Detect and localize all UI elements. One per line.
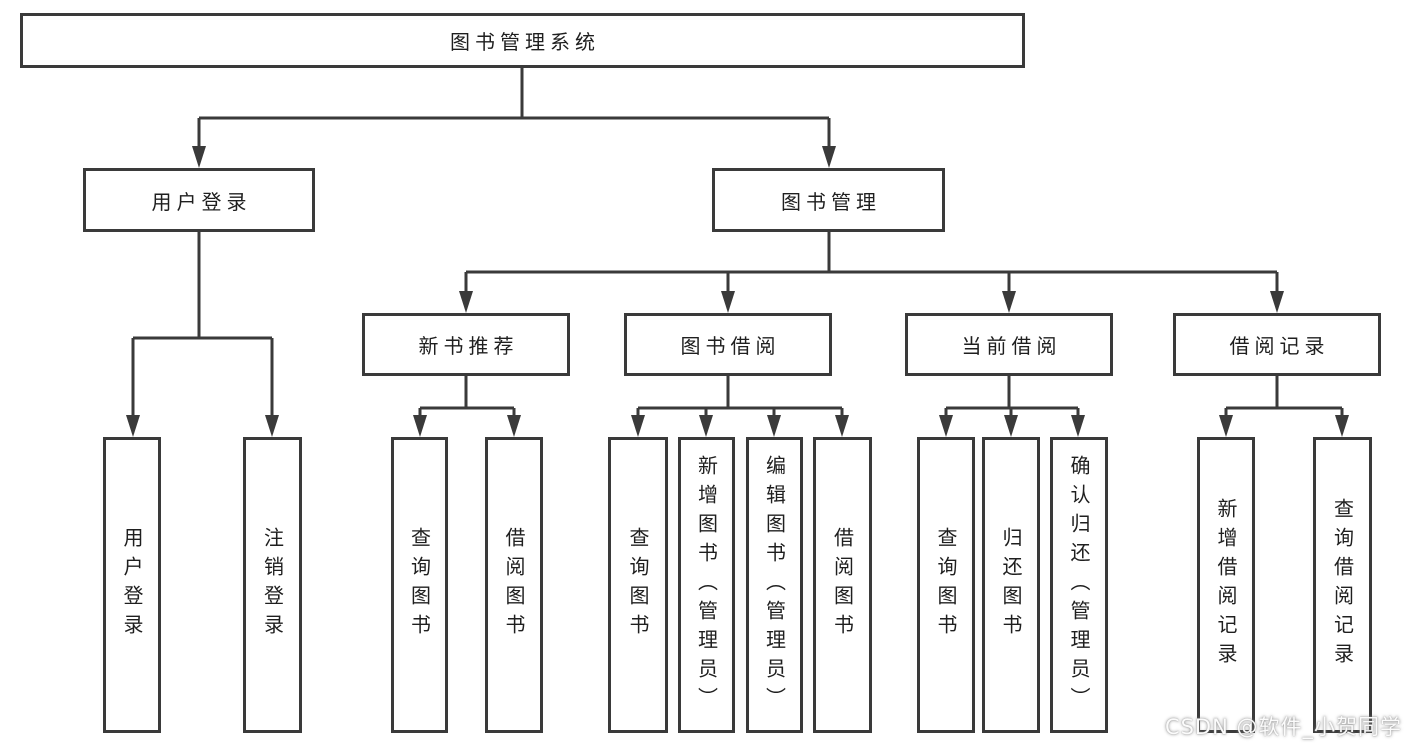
leaf-confirm-return-admin: 确认归还（管理员） [1050, 437, 1108, 733]
leaf-add-book-admin-label: 新增图书（管理员） [694, 454, 719, 716]
node-book-borrow-label: 图书借阅 [680, 334, 781, 358]
leaf-query-books-current-label: 查询图书 [934, 527, 958, 643]
leaf-edit-book-admin-label: 编辑图书（管理员） [762, 454, 787, 716]
node-current-borrow: 当前借阅 [905, 313, 1113, 376]
leaf-borrow-books-label: 借阅图书 [830, 527, 855, 643]
node-new-book-recommend: 新书推荐 [362, 313, 570, 376]
leaf-add-book-admin: 新增图书（管理员） [678, 437, 735, 733]
leaf-query-books-borrow: 查询图书 [608, 437, 668, 733]
leaf-query-borrow-record: 查询借阅记录 [1313, 437, 1372, 733]
leaf-query-books-borrow-label: 查询图书 [626, 527, 650, 643]
node-borrow-record-label: 借阅记录 [1229, 334, 1330, 358]
node-user-login: 用户登录 [83, 168, 315, 232]
leaf-user-login: 用户登录 [103, 437, 161, 733]
leaf-add-borrow-record-label: 新增借阅记录 [1214, 498, 1238, 672]
node-current-borrow-label: 当前借阅 [961, 334, 1062, 358]
node-root-label: 图书管理系统 [450, 30, 600, 54]
leaf-confirm-return-admin-label: 确认归还（管理员） [1067, 454, 1091, 716]
node-book-management-label: 图书管理 [781, 189, 881, 214]
leaf-query-books-recommend: 查询图书 [391, 437, 448, 733]
leaf-user-login-label: 用户登录 [120, 527, 144, 643]
leaf-borrow-books: 借阅图书 [813, 437, 872, 733]
node-user-login-label: 用户登录 [151, 189, 252, 214]
node-borrow-record: 借阅记录 [1173, 313, 1381, 376]
node-book-borrow: 图书借阅 [624, 313, 832, 376]
node-book-management: 图书管理 [712, 168, 945, 232]
leaf-borrow-books-recommend: 借阅图书 [485, 437, 543, 733]
leaf-return-book-label: 归还图书 [999, 527, 1023, 643]
leaf-query-books-current: 查询图书 [917, 437, 975, 733]
leaf-logout-login: 注销登录 [243, 437, 302, 733]
node-new-book-recommend-label: 新书推荐 [418, 334, 519, 358]
leaf-return-book: 归还图书 [982, 437, 1040, 733]
leaf-add-borrow-record: 新增借阅记录 [1197, 437, 1255, 733]
watermark: CSDN @软件_小贺同学 [1164, 715, 1402, 739]
leaf-logout-login-label: 注销登录 [260, 527, 285, 643]
leaf-borrow-books-recommend-label: 借阅图书 [502, 527, 526, 643]
leaf-edit-book-admin: 编辑图书（管理员） [746, 437, 803, 733]
leaf-query-borrow-record-label: 查询借阅记录 [1330, 498, 1355, 672]
leaf-query-books-recommend-label: 查询图书 [407, 527, 432, 643]
node-root: 图书管理系统 [20, 13, 1025, 68]
